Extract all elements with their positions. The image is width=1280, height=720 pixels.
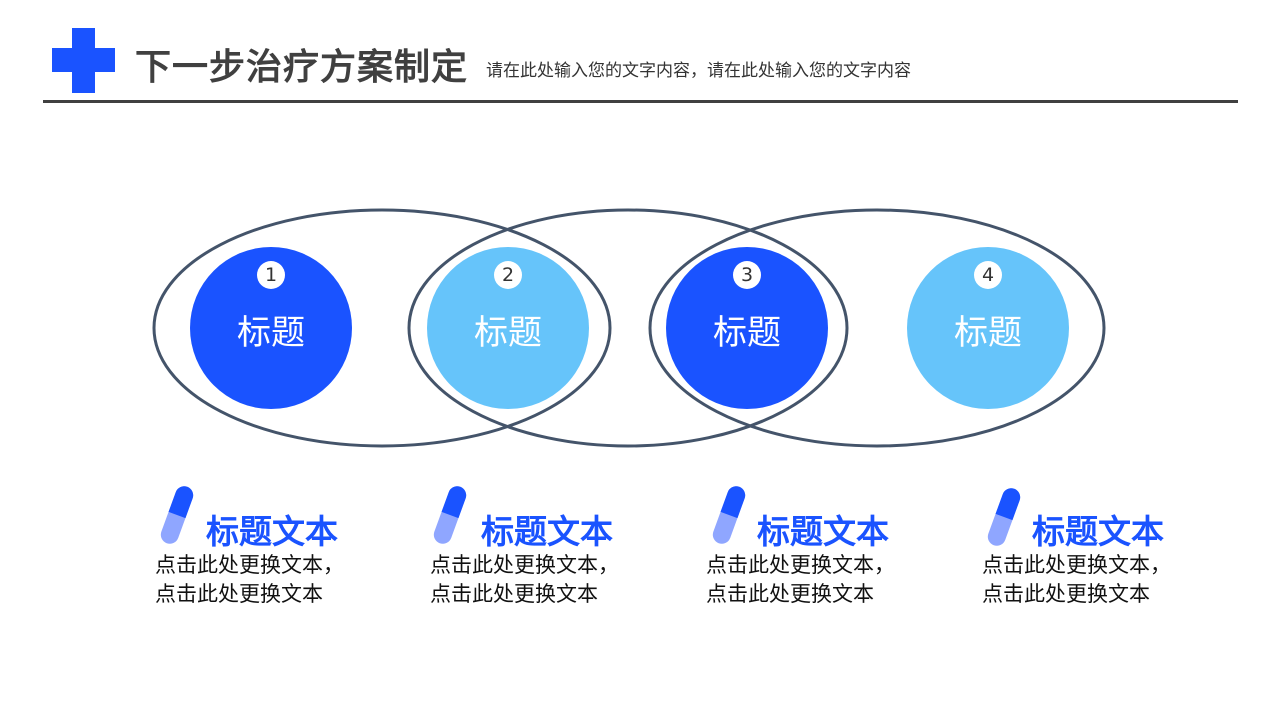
pill-icons: [160, 486, 1021, 546]
header-divider: [43, 100, 1238, 103]
plus-cross-icon-bar: [52, 48, 115, 72]
pill-icon: [433, 486, 467, 544]
step-body: 点击此处更换文本， 点击此处更换文本: [982, 551, 1171, 609]
step-circle-2: [427, 247, 589, 409]
step-body-line: 点击此处更换文本，: [982, 553, 1171, 577]
step-number: 2: [494, 261, 522, 289]
step-circle-1: [190, 247, 352, 409]
step-body: 点击此处更换文本， 点击此处更换文本: [430, 551, 619, 609]
step-body: 点击此处更换文本， 点击此处更换文本: [155, 551, 344, 609]
page-subtitle: 请在此处输入您的文字内容，请在此处输入您的文字内容: [486, 61, 911, 81]
outline-ellipse-1: [152, 208, 612, 448]
pill-icon: [987, 488, 1021, 546]
step-label: 标题: [474, 313, 542, 353]
step-body-line: 点击此处更换文本: [982, 582, 1150, 606]
outline-ellipse-2: [407, 208, 849, 448]
step-heading: 标题文本: [206, 512, 338, 551]
step-heading: 标题文本: [1032, 512, 1164, 551]
page-title: 下一步治疗方案制定: [135, 47, 469, 88]
outline-ellipse-3: [648, 208, 1106, 448]
step-circle-3: [666, 247, 828, 409]
step-number: 3: [733, 261, 761, 289]
step-body-line: 点击此处更换文本: [706, 582, 874, 606]
step-body-line: 点击此处更换文本: [155, 582, 323, 606]
step-body-line: 点击此处更换文本，: [430, 553, 619, 577]
step-circle-4: [907, 247, 1069, 409]
step-heading: 标题文本: [481, 512, 613, 551]
step-label: 标题: [954, 313, 1022, 353]
pill-icon: [712, 486, 746, 544]
step-label: 标题: [237, 313, 305, 353]
step-label: 标题: [713, 313, 781, 353]
step-body-line: 点击此处更换文本，: [155, 553, 344, 577]
step-body-line: 点击此处更换文本: [430, 582, 598, 606]
pill-icon: [160, 486, 194, 544]
step-number: 4: [974, 261, 1002, 289]
step-heading: 标题文本: [757, 512, 889, 551]
step-body: 点击此处更换文本， 点击此处更换文本: [706, 551, 895, 609]
step-body-line: 点击此处更换文本，: [706, 553, 895, 577]
step-number: 1: [257, 261, 285, 289]
